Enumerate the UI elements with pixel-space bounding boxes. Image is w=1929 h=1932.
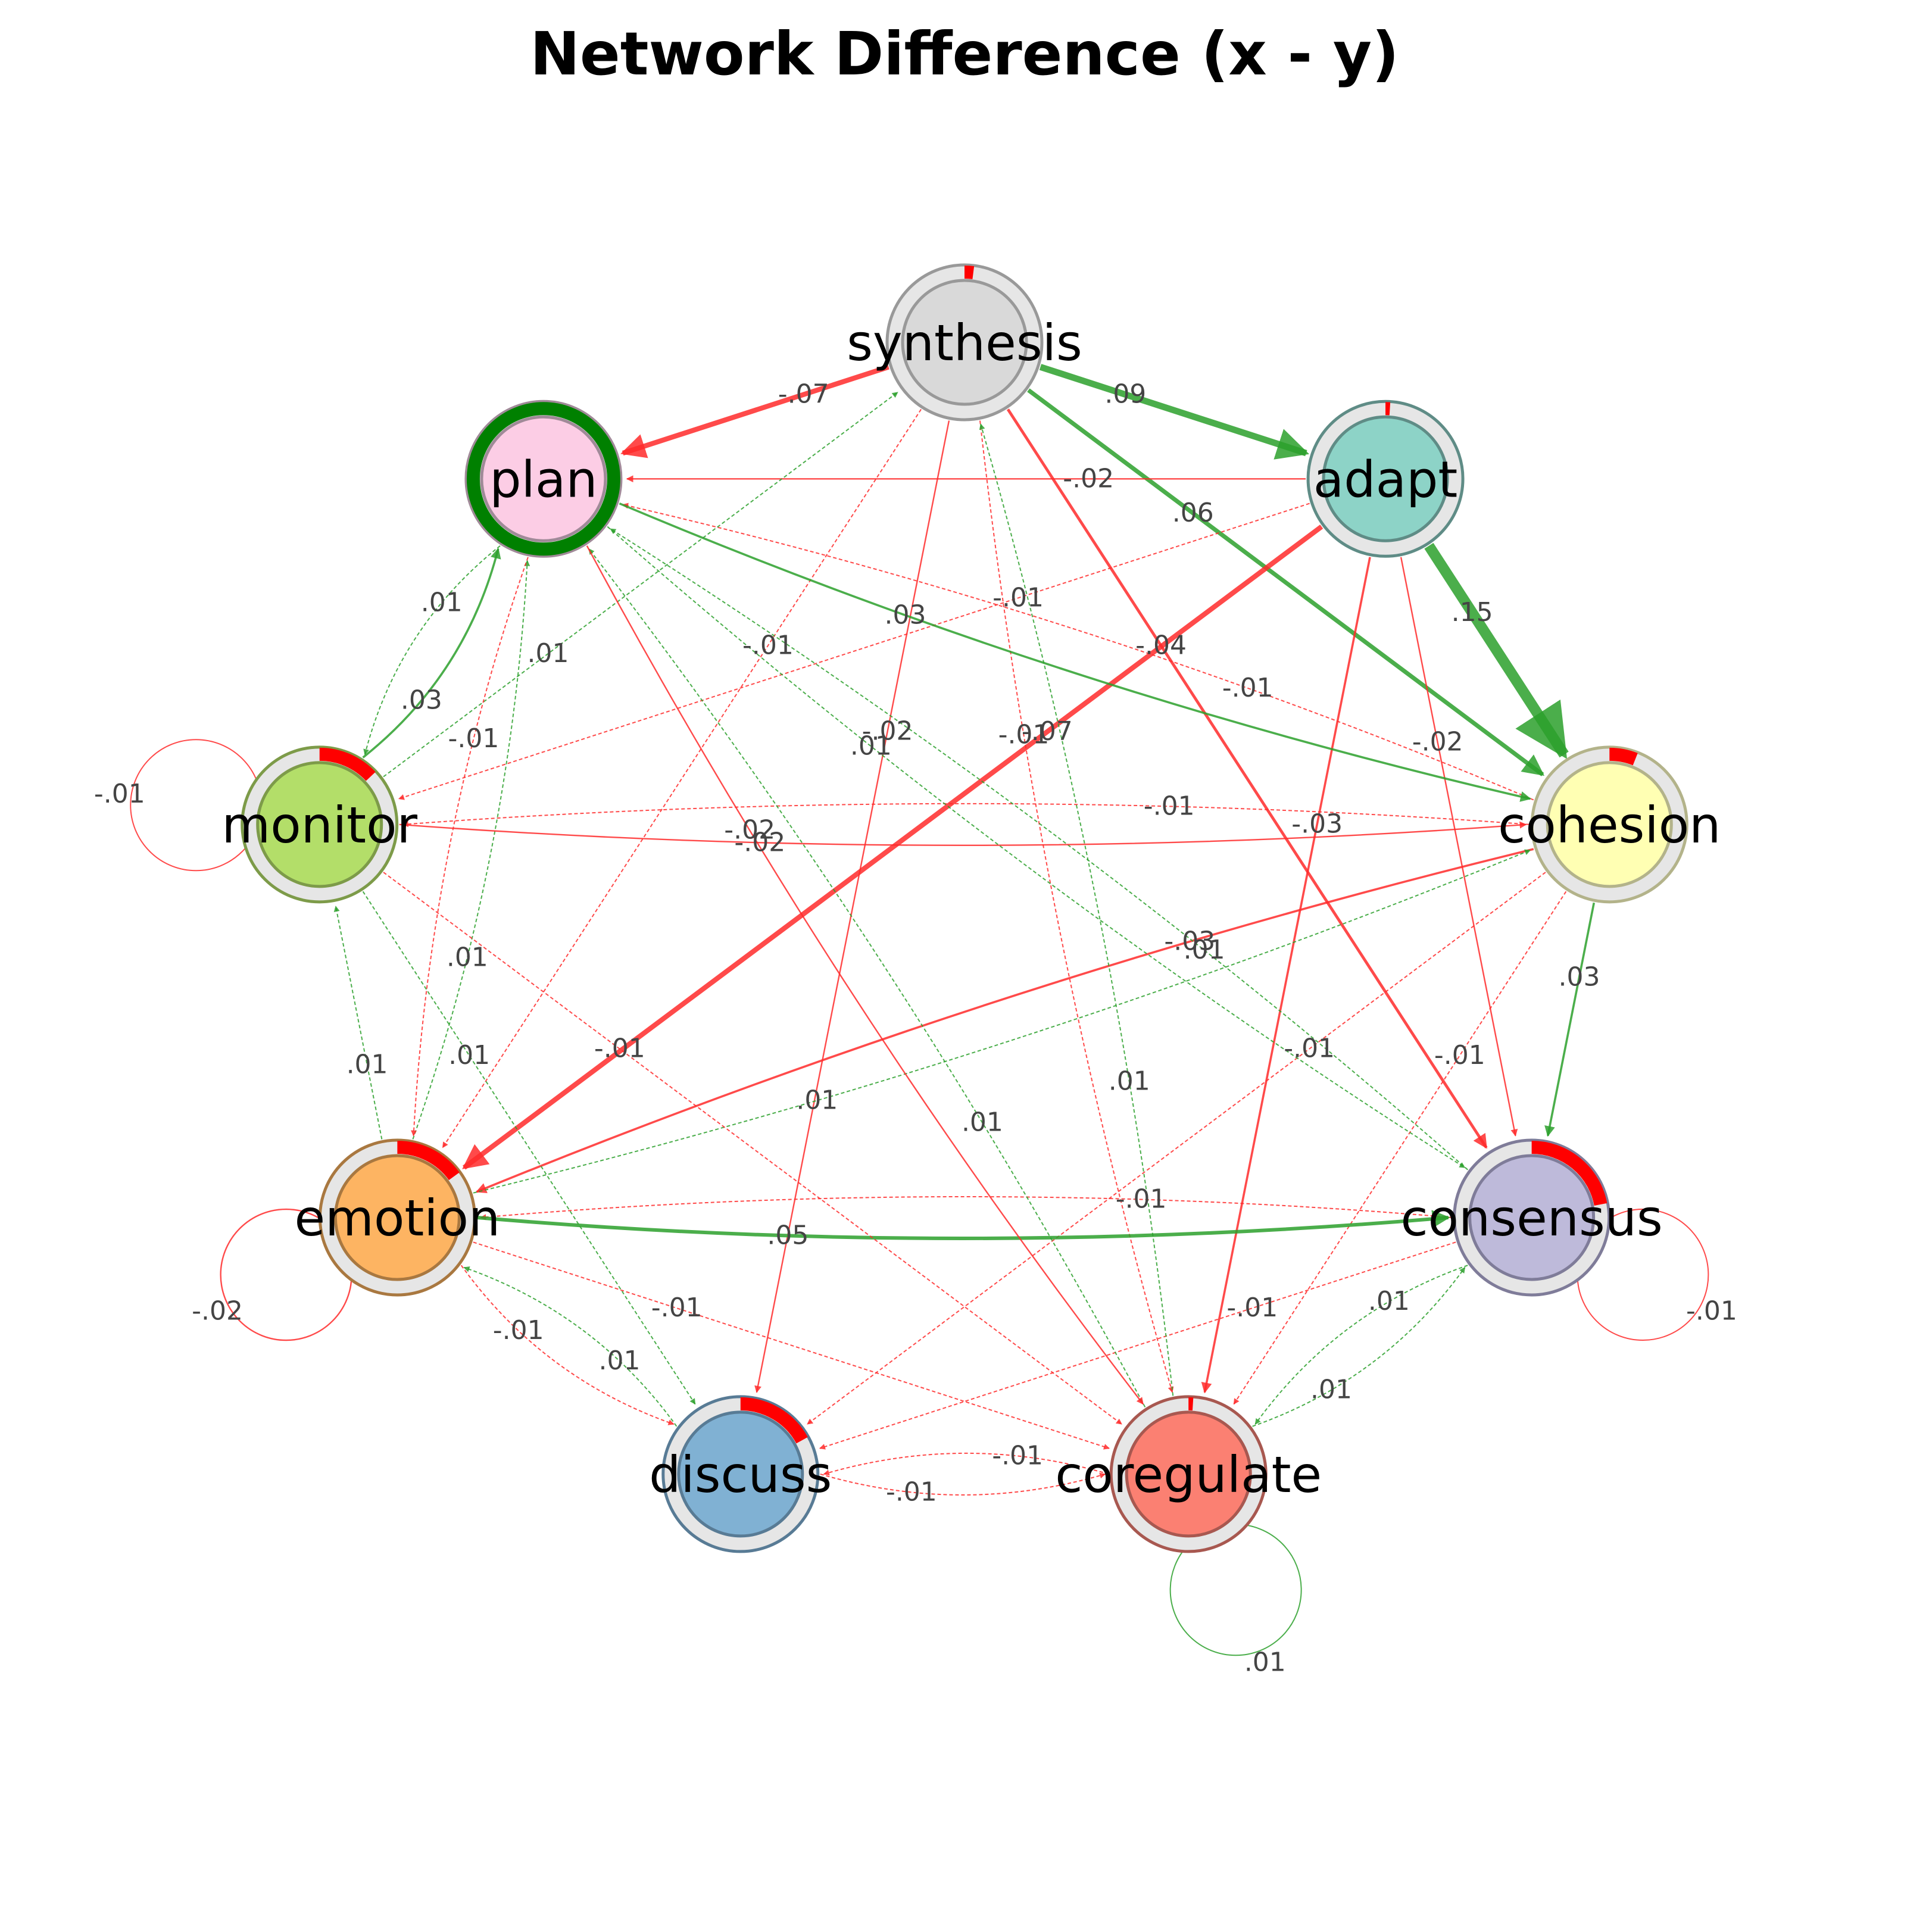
edge-cohesion-to-consensus — [1548, 903, 1594, 1135]
edge-label-emotion-to-consensus: .05 — [767, 1220, 809, 1250]
edge-label-synthesis-to-emotion: -.01 — [742, 630, 794, 660]
edge-label-consensus-to-plan: .01 — [1184, 935, 1225, 965]
edge-plan-to-coregulate — [587, 546, 1143, 1404]
edge-coregulate-to-consensus — [1253, 1268, 1465, 1427]
edge-label-emotion-to-cohesion: .01 — [796, 1085, 838, 1115]
edge-label-plan-to-emotion: -.01 — [448, 723, 500, 754]
edge-cohesion-to-emotion — [477, 849, 1534, 1192]
node-label: coregulate — [1055, 1446, 1322, 1504]
edge-emotion-to-consensus — [477, 1218, 1448, 1238]
edge-label-consensus-to-consensus: -.01 — [1686, 1296, 1737, 1327]
node-synthesis: synthesis — [847, 265, 1082, 420]
edge-label-coregulate-to-discuss: -.01 — [992, 1440, 1043, 1471]
edge-label-synthesis-to-plan: -.07 — [778, 379, 829, 410]
edge-label-emotion-to-emotion: -.02 — [192, 1296, 243, 1327]
edge-label-monitor-to-synthesis: .01 — [527, 638, 569, 669]
edge-synthesis-to-adapt — [1040, 367, 1306, 453]
edge-label-plan-to-consensus: .01 — [850, 731, 892, 761]
edge-label-plan-to-monitor: .01 — [421, 587, 463, 617]
edge-label-synthesis-to-adapt: .09 — [1104, 379, 1146, 410]
edge-label-consensus-to-discuss: -.01 — [1226, 1293, 1278, 1323]
edge-coregulate-to-synthesis — [981, 424, 1173, 1396]
edge-adapt-to-cohesion — [1429, 546, 1564, 755]
edge-synthesis-to-coregulate — [980, 420, 1172, 1392]
edge-label-discuss-to-coregulate: -.01 — [886, 1477, 937, 1507]
edge-label-monitor-to-discuss: .01 — [448, 1040, 490, 1070]
node-label: cohesion — [1498, 796, 1721, 854]
edge-discuss-to-emotion — [464, 1268, 677, 1427]
node-label: discuss — [649, 1446, 832, 1504]
node-ring-arc — [964, 272, 973, 273]
node-label: consensus — [1400, 1189, 1662, 1247]
edge-label-discuss-to-emotion: .01 — [598, 1346, 640, 1376]
edge-label-monitor-to-monitor: -.01 — [94, 779, 145, 809]
edge-label-coregulate-to-plan: .01 — [962, 1107, 1003, 1138]
edge-label-consensus-to-emotion: -.01 — [1116, 1184, 1167, 1215]
edge-label-coregulate-to-synthesis: .01 — [1109, 1066, 1150, 1096]
edge-emotion-to-cohesion — [473, 850, 1530, 1193]
edge-label-cohesion-to-consensus: .03 — [1558, 962, 1600, 992]
edge-label-cohesion-to-monitor: -.01 — [1144, 791, 1195, 821]
node-plan: plan — [466, 401, 621, 556]
edge-label-emotion-to-plan: .01 — [447, 942, 488, 972]
edge-label-adapt-to-monitor: -.01 — [992, 582, 1044, 613]
node-label: monitor — [221, 796, 417, 854]
edge-label-plan-to-cohesion: .03 — [885, 600, 926, 630]
edge-label-emotion-to-discuss: -.01 — [493, 1315, 544, 1346]
edge-label-adapt-to-plan: -.02 — [1063, 463, 1114, 494]
edge-label-emotion-to-monitor: .01 — [347, 1049, 388, 1079]
edge-coregulate-to-plan — [589, 549, 1145, 1407]
node-cohesion: cohesion — [1498, 747, 1721, 902]
edge-label-monitor-to-plan: .03 — [401, 685, 442, 716]
edge-cohesion-to-monitor — [403, 804, 1530, 825]
edge-label-adapt-to-emotion: -.07 — [1022, 716, 1073, 747]
edge-label-adapt-to-cohesion: .15 — [1452, 597, 1493, 628]
edge-label-adapt-to-consensus: -.02 — [1412, 727, 1463, 757]
edge-label-monitor-to-coregulate: -.01 — [594, 1034, 645, 1064]
edge-label-coregulate-to-coregulate: .01 — [1244, 1647, 1286, 1678]
edge-label-cohesion-to-coregulate: -.01 — [1434, 1040, 1485, 1070]
edge-monitor-to-cohesion — [399, 825, 1527, 845]
node-label: plan — [489, 450, 597, 508]
edge-consensus-to-coregulate — [1255, 1265, 1468, 1424]
node-consensus: consensus — [1400, 1140, 1662, 1295]
edge-synthesis-to-plan — [623, 367, 888, 453]
edge-consensus-to-emotion — [480, 1197, 1452, 1218]
nodes-layer: synthesis adapt cohesion consensus coregulat… — [221, 265, 1721, 1552]
edge-label-adapt-to-coregulate: -.03 — [1291, 809, 1343, 839]
edge-label-coregulate-to-consensus: .01 — [1310, 1375, 1352, 1405]
node-discuss: discuss — [649, 1397, 832, 1552]
chart-title: Network Difference (x - y) — [0, 19, 1929, 89]
node-ring-arc — [1609, 754, 1635, 759]
node-label: adapt — [1313, 450, 1458, 508]
edge-label-synthesis-to-cohesion: .06 — [1172, 498, 1214, 528]
edge-label-cohesion-to-discuss: -.01 — [1284, 1034, 1335, 1064]
edge-label-plan-to-coregulate: -.02 — [724, 815, 775, 845]
edges-layer — [130, 367, 1708, 1655]
edge-label-emotion-to-coregulate: -.01 — [651, 1293, 703, 1323]
node-label: emotion — [294, 1189, 500, 1247]
node-coregulate: coregulate — [1055, 1397, 1322, 1552]
edge-label-synthesis-to-consensus: -.04 — [1135, 630, 1187, 660]
edge-label-consensus-to-coregulate: .01 — [1368, 1286, 1410, 1316]
edge-emotion-to-monitor — [336, 906, 382, 1139]
node-adapt: adapt — [1308, 401, 1463, 556]
edge-label-cohesion-to-plan: -.01 — [1222, 673, 1273, 703]
node-label: synthesis — [847, 314, 1082, 372]
